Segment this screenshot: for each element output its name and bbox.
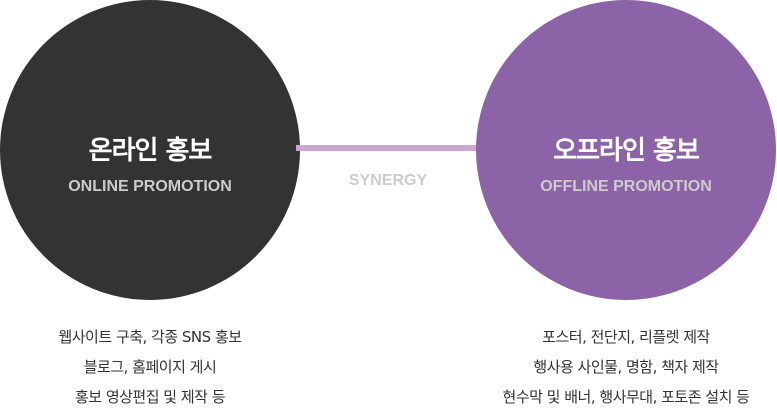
synergy-label: SYNERGY [348,172,428,189]
online-description-list: 웹사이트 구축, 각종 SNS 홍보 블로그, 홈페이지 게시 홍보 영상편집 … [0,322,300,412]
list-item: 현수막 및 배너, 행사무대, 포토존 설치 등 [502,388,750,406]
offline-subtitle: OFFLINE PROMOTION [540,178,712,195]
list-item: 블로그, 홈페이지 게시 [83,358,217,376]
synergy-connector [296,145,480,151]
list-item: 홍보 영상편집 및 제작 등 [74,388,226,406]
list-item: 행사용 사인물, 명함, 책자 제작 [533,358,719,376]
online-title: 온라인 홍보 [88,136,213,166]
offline-promotion-circle: 오프라인 홍보 OFFLINE PROMOTION [476,0,776,300]
offline-title: 오프라인 홍보 [553,136,700,166]
online-subtitle: ONLINE PROMOTION [68,178,232,195]
offline-description-list: 포스터, 전단지, 리플렛 제작 행사용 사인물, 명함, 책자 제작 현수막 … [476,322,776,412]
online-promotion-circle: 온라인 홍보 ONLINE PROMOTION [0,0,300,300]
list-item: 웹사이트 구축, 각종 SNS 홍보 [58,328,242,346]
list-item: 포스터, 전단지, 리플렛 제작 [542,328,710,346]
